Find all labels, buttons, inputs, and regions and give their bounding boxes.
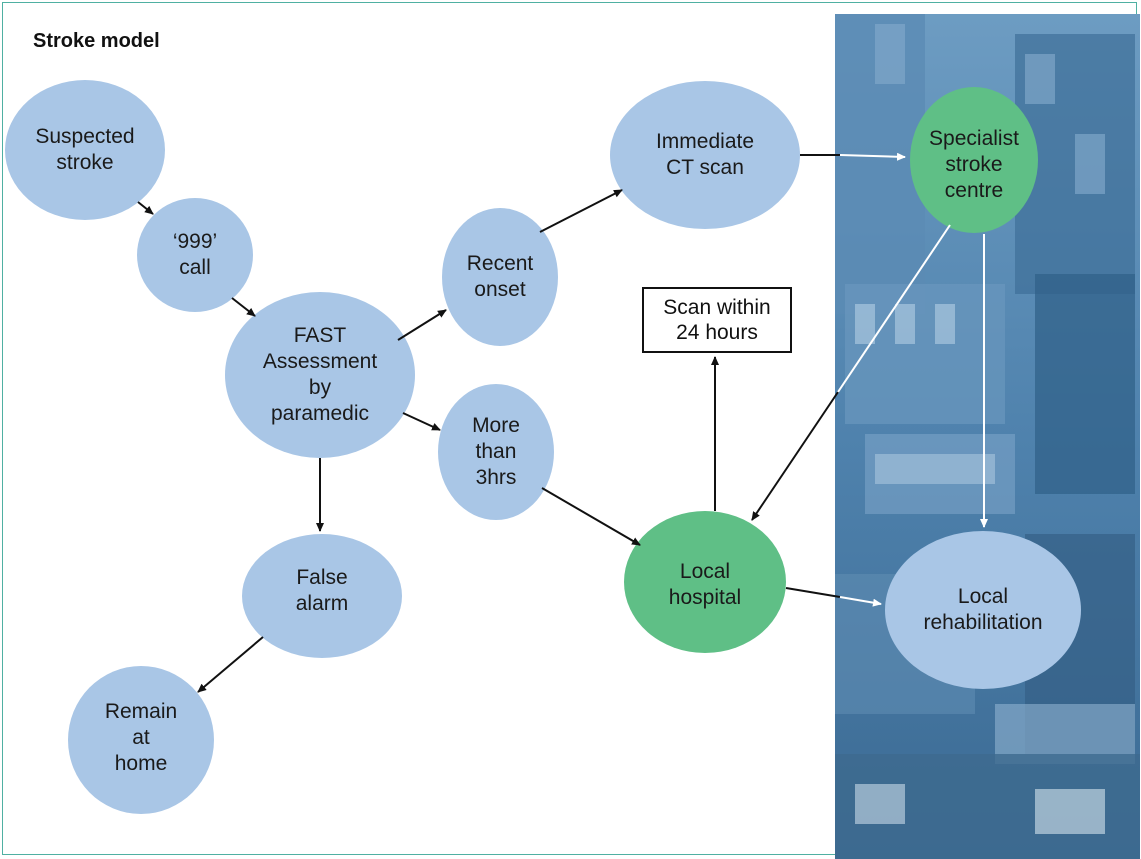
arrow-falsealarm-to-home xyxy=(197,636,264,693)
arrow-999-to-fast xyxy=(231,297,256,317)
node-local-hospital xyxy=(624,511,786,653)
label-local-hospital: Local hospital xyxy=(668,559,742,609)
label-ct-scan: Immediate CT scan xyxy=(655,129,755,179)
arrow-ct-to-specialist-white xyxy=(839,152,906,161)
label-specialist-centre: Specialist stroke centre xyxy=(929,126,1019,203)
arrow-hospital-to-rehab-white xyxy=(839,596,882,607)
node-remain-home xyxy=(68,666,214,814)
arrow-fast-to-recent xyxy=(397,309,447,341)
label-recent-onset: Recent onset xyxy=(466,251,534,301)
diagram-title: Stroke model xyxy=(33,30,160,52)
arrow-suspected-to-999 xyxy=(137,201,154,215)
label-local-rehab: Local rehabilitation xyxy=(923,584,1043,634)
node-more-than-3hrs xyxy=(438,384,554,520)
node-local-rehab xyxy=(885,531,1081,689)
arrow-specialist-to-hospital-black xyxy=(751,391,839,521)
node-false-alarm xyxy=(242,534,402,658)
label-more-than-3hrs: More than 3hrs xyxy=(472,413,520,490)
arrow-fast-to-3hrs xyxy=(402,412,441,431)
node-recent-onset xyxy=(442,208,558,346)
arrow-3hrs-to-hospital xyxy=(541,487,641,546)
node-fast-assessment xyxy=(225,292,415,458)
label-fast-assessment: FAST Assessment by paramedic xyxy=(262,323,378,426)
node-specialist-centre xyxy=(910,87,1038,233)
node-suspected-stroke xyxy=(5,80,165,220)
box-scan-within-24-hours: Scan within 24 hours xyxy=(642,287,792,353)
arrow-specialist-to-hospital-white xyxy=(837,224,951,393)
node-999-call xyxy=(137,198,253,312)
label-999-call: ‘999’ call xyxy=(172,229,218,279)
arrow-hospital-to-rehab-black xyxy=(785,587,841,598)
node-ct-scan xyxy=(610,81,800,229)
label-false-alarm: False alarm xyxy=(295,565,349,615)
label-remain-home: Remain at home xyxy=(104,699,178,776)
arrow-recent-to-ct xyxy=(539,189,623,233)
label-suspected-stroke: Suspected stroke xyxy=(35,124,135,174)
